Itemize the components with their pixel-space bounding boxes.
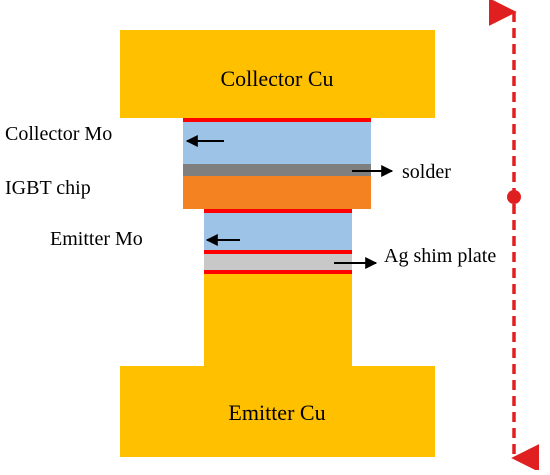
emitter-cu-neck [204, 274, 352, 368]
axis-center-dot [507, 190, 521, 204]
emitter-cu-label: Emitter Cu [228, 400, 325, 425]
collector-mo-top-interface [183, 118, 371, 122]
collector-cu-block [120, 30, 435, 118]
emitter-mo-label: Emitter Mo [50, 228, 143, 250]
collector-mo-label: Collector Mo [5, 123, 112, 145]
emitter-cu-base [120, 366, 435, 457]
solder-label: solder [402, 161, 451, 183]
emitter-mo-bottom-interface [204, 250, 352, 254]
solder-layer [183, 164, 371, 176]
igbt-chip-label: IGBT chip [5, 177, 91, 199]
ag-shim-layer [204, 254, 352, 270]
emitter-mo-top-interface [204, 209, 352, 213]
ag-shim-label: Ag shim plate [384, 245, 496, 267]
collector-cu-label: Collector Cu [220, 66, 333, 91]
igbt-chip-layer [183, 176, 371, 209]
emitter-mo-layer [204, 209, 352, 252]
ag-shim-bottom-interface [204, 270, 352, 274]
